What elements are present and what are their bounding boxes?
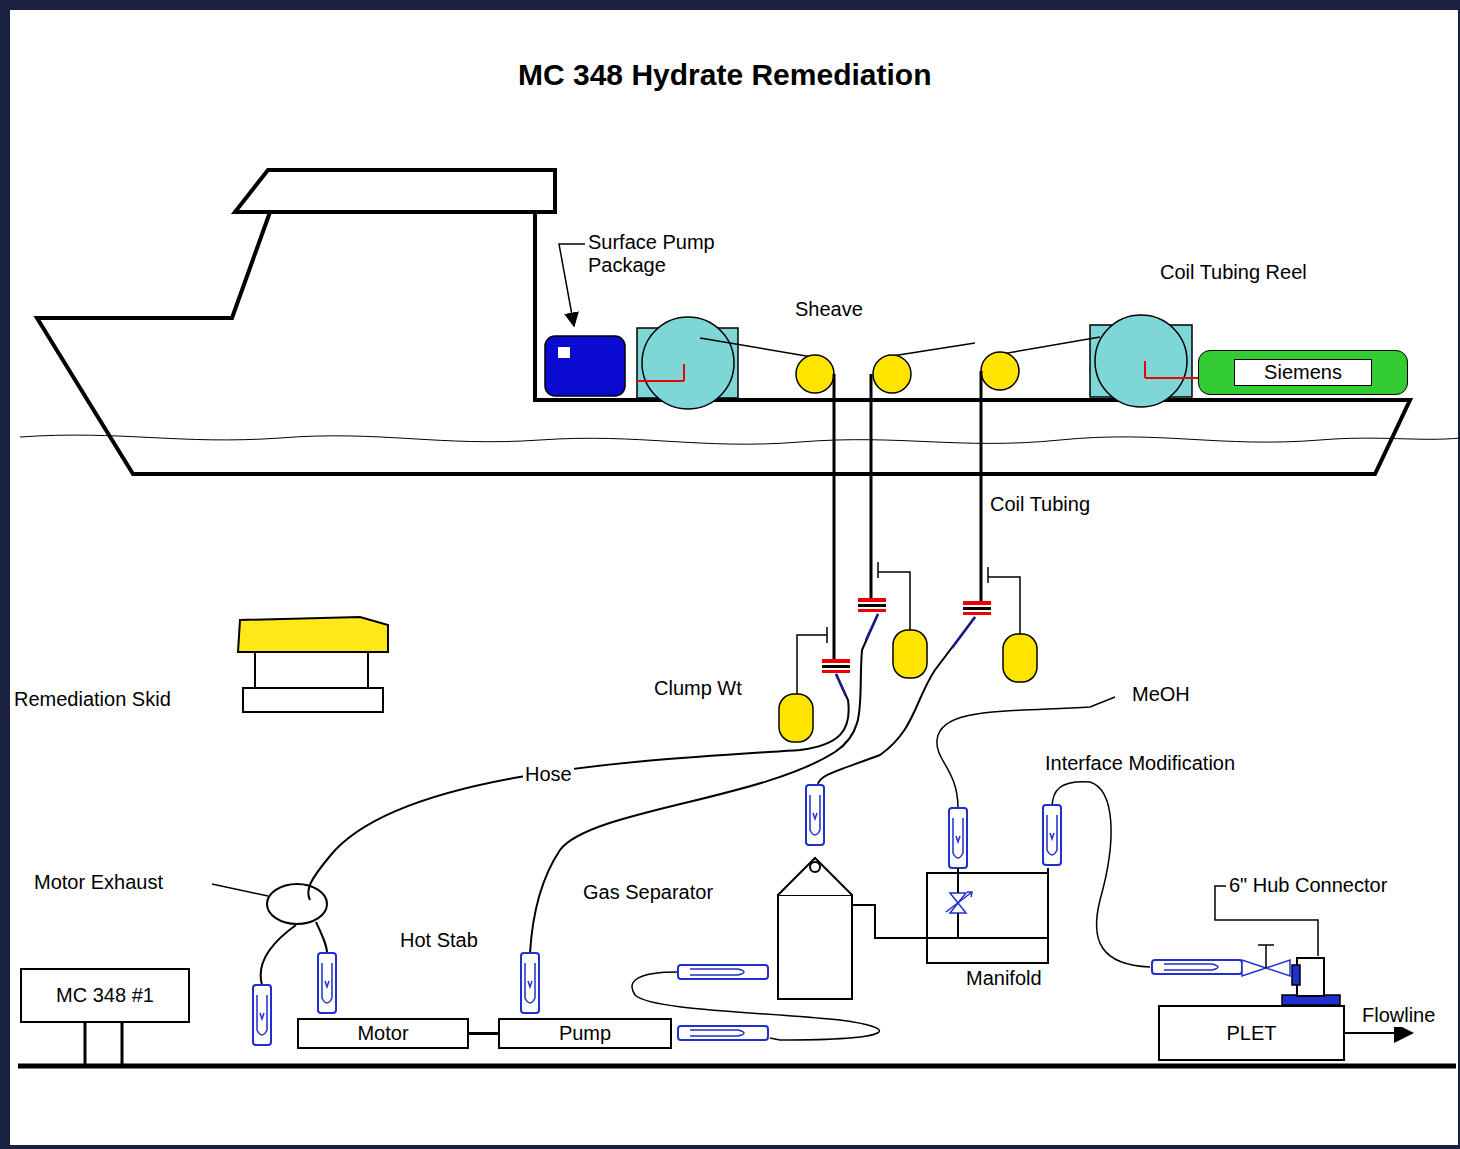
valve-symbol xyxy=(946,892,972,913)
motor-box: Motor xyxy=(297,1018,469,1049)
equipment-label: Coil Tubing Reel xyxy=(1158,261,1312,284)
node-text: Pump xyxy=(559,1022,611,1045)
hot-stab xyxy=(521,953,539,1013)
sheave xyxy=(796,352,1019,393)
hot-stab xyxy=(253,985,271,1045)
equipment-label: Hose xyxy=(523,763,574,786)
gas-separator xyxy=(778,858,852,999)
equipment-label: Surface Pump Package xyxy=(586,231,775,277)
coil-tubing-line xyxy=(834,371,981,660)
hot-stab xyxy=(678,1026,768,1040)
wellhead-legs xyxy=(85,1022,122,1066)
hot-stab xyxy=(1043,805,1061,865)
node-text: MC 348 #1 xyxy=(56,984,154,1007)
equipment-label: Motor Exhaust xyxy=(32,871,165,894)
clump-hanger xyxy=(797,562,1020,694)
hose-end xyxy=(836,614,975,696)
remediation-skid xyxy=(238,617,388,712)
equipment-label: Coil Tubing xyxy=(988,493,1092,516)
motor-exhaust xyxy=(267,884,327,924)
equipment-label: Interface Modification xyxy=(1043,752,1237,775)
plet-valve xyxy=(1242,945,1290,976)
equipment-label: Manifold xyxy=(964,967,1044,990)
hot-stab xyxy=(1152,960,1242,974)
leader-line xyxy=(212,244,1318,956)
power-unit: Siemens xyxy=(1198,350,1408,395)
equipment-label: Gas Separator xyxy=(581,881,715,904)
manifold xyxy=(852,868,1048,963)
node-text: Motor xyxy=(357,1022,408,1045)
hot-stab xyxy=(806,785,824,845)
interface-hose xyxy=(1052,782,1150,967)
wellhead-box: MC 348 #1 xyxy=(20,968,190,1023)
diagram-title: MC 348 Hydrate Remediation xyxy=(518,58,931,92)
seabed xyxy=(18,1064,1456,1069)
equipment-label: 6" Hub Connector xyxy=(1227,874,1389,897)
hot-stab xyxy=(318,953,336,1013)
equipment-label: Remediation Skid xyxy=(12,688,173,711)
pump-package xyxy=(545,336,625,396)
node-text: PLET xyxy=(1226,1022,1276,1045)
shaft-coupling xyxy=(469,1032,498,1035)
equipment-label: Hot Stab xyxy=(398,929,480,952)
fluid-label: MeOH xyxy=(1130,683,1192,706)
vessel xyxy=(37,170,1410,474)
equipment-label: Sheave xyxy=(793,298,865,321)
equipment-label: Flowline xyxy=(1360,1004,1437,1027)
node-text: Siemens xyxy=(1234,359,1372,386)
plet-box: PLET xyxy=(1158,1005,1345,1061)
waterline xyxy=(20,435,1460,444)
tubing-run xyxy=(700,337,1100,357)
flowline-arrow xyxy=(1345,1032,1412,1034)
equipment-label: Clump Wt xyxy=(652,677,744,700)
hose-reel xyxy=(636,317,738,409)
coil-tubing-reel xyxy=(1090,315,1210,407)
hot-stab xyxy=(949,808,967,868)
pump-package-window xyxy=(558,347,570,358)
pump-box: Pump xyxy=(498,1018,672,1049)
hot-stab xyxy=(678,965,768,979)
